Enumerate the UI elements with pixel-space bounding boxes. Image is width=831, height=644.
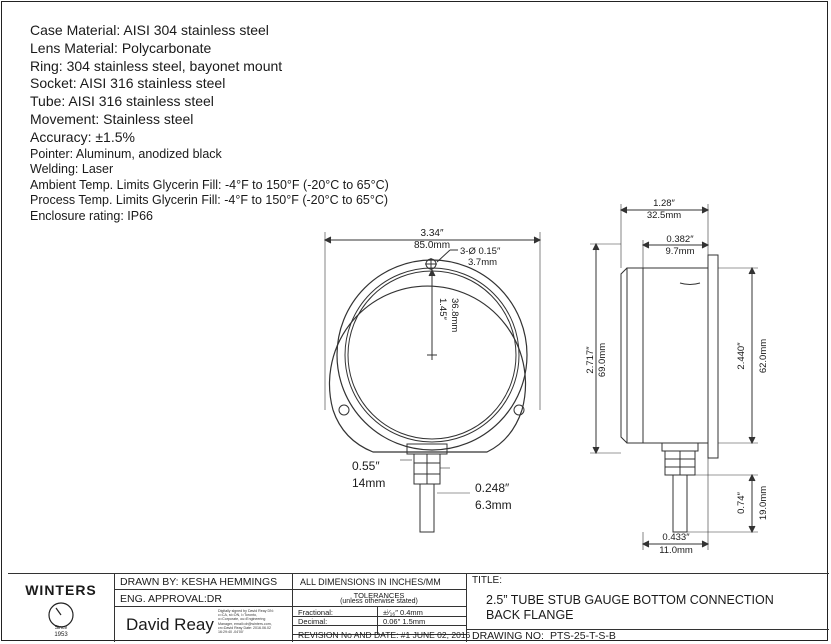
mount-hole-right [513, 404, 525, 416]
tolerances-note: (unless otherwise stated) [340, 598, 418, 605]
stem-length-in: 0.74″ [736, 491, 747, 513]
side-view [590, 204, 758, 550]
front-width-in: 3.34″ [420, 228, 443, 239]
center-dim-in: 1.45″ [437, 298, 448, 320]
spec-line: Pointer: Aluminum, anodized black [30, 146, 222, 161]
height-dim-in: 2.717″ [585, 346, 596, 374]
dimension-units: ALL DIMENSIONS IN INCHES/MM [300, 577, 441, 587]
side-flange [707, 254, 719, 459]
case-dim-in: 2.440″ [736, 342, 747, 370]
signature: David Reay [126, 615, 214, 634]
stem-length-mm: 19.0mm [758, 486, 769, 520]
fractional-value: ±ⁱ⁄₁₆″ 0.4mm [383, 608, 423, 617]
drawn-by: DRAWN BY: KESHA HEMMINGS [120, 576, 278, 588]
case-dim-mm: 62.0mm [758, 339, 769, 373]
spec-line: Ring: 304 stainless steel, bayonet mount [30, 57, 283, 74]
depth-dim-mm: 32.5mm [647, 210, 681, 221]
hex-dim-mm: 14mm [352, 476, 385, 490]
winters-logo: WINTERS Since 1953 [25, 582, 97, 638]
spec-line: Lens Material: Polycarbonate [30, 39, 212, 56]
decimal-label: Decimal: [298, 617, 328, 626]
spec-line: Case Material: AISI 304 stainless steel [30, 22, 269, 38]
drawing-no: PTS-25-T-S-B [550, 630, 616, 642]
front-stem [419, 483, 435, 533]
hex-dim-in: 0.55″ [352, 459, 380, 473]
drawing-title-line2: BACK FLANGE [486, 608, 574, 622]
stem-offset-in: 0.433″ [662, 532, 690, 543]
spec-line: Movement: Stainless steel [30, 110, 194, 127]
eng-approval: ENG. APPROVAL:DR [120, 593, 222, 605]
technical-drawing: 3.34″ 85.0mm 3-Ø 0.15″ 3.7mm 1.45″ 36.8m… [323, 198, 769, 556]
hole-spec-in: 3-Ø 0.15″ [460, 246, 501, 257]
front-width-mm: 85.0mm [414, 240, 450, 251]
decimal-value: 0.06″ 1.5mm [383, 617, 426, 626]
spec-line: Enclosure rating: IP66 [30, 208, 153, 223]
tolerances-heading: TOLERANCES [353, 591, 405, 600]
spec-line: Socket: AISI 316 stainless steel [30, 75, 226, 92]
svg-text:Since: Since [55, 625, 68, 631]
spec-line: Accuracy: ±1.5% [30, 128, 135, 145]
spec-line: Ambient Temp. Limits Glycerin Fill: -4°F… [30, 177, 389, 192]
stem-dim-in: 0.248″ [475, 481, 510, 495]
stem-dim-mm: 6.3mm [475, 498, 512, 512]
svg-text:WINTERS: WINTERS [25, 582, 97, 598]
svg-text:1953: 1953 [54, 632, 68, 638]
title-block: WINTERS Since 1953 DRAWN BY: KESHA HEMMI… [8, 573, 829, 642]
height-dim-mm: 69.0mm [597, 343, 608, 377]
drawing-title-line1: 2.5” TUBE STUB GAUGE BOTTOM CONNECTION [486, 593, 774, 607]
spec-line: Process Temp. Limits Glycerin Fill: -4°F… [30, 193, 389, 208]
revision: REVISION No AND DATE: #1 JUNE 02, 2016 [298, 630, 471, 640]
mount-hole-left [338, 404, 350, 416]
drawing-no-label: DRAWING NO: [472, 630, 544, 642]
hole-spec-mm: 3.7mm [468, 257, 497, 268]
side-stem [672, 474, 688, 533]
stem-offset-mm: 11.0mm [659, 545, 693, 556]
gauge-icon [48, 602, 74, 628]
side-case [642, 267, 709, 444]
spec-line: Tube: AISI 316 stainless steel [30, 93, 214, 110]
flange-dim-in: 0.382″ [666, 234, 694, 245]
fractional-label: Fractional: [298, 608, 334, 617]
title-label: TITLE: [472, 575, 503, 586]
depth-dim-in: 1.28″ [653, 198, 675, 209]
front-view [323, 232, 542, 533]
signature-note: Digitally signed by David Reay DN: c=CA,… [218, 609, 274, 635]
center-dim-mm: 36.8mm [449, 298, 460, 332]
flange-dim-mm: 9.7mm [665, 246, 694, 257]
spec-line: Welding: Laser [30, 162, 114, 177]
